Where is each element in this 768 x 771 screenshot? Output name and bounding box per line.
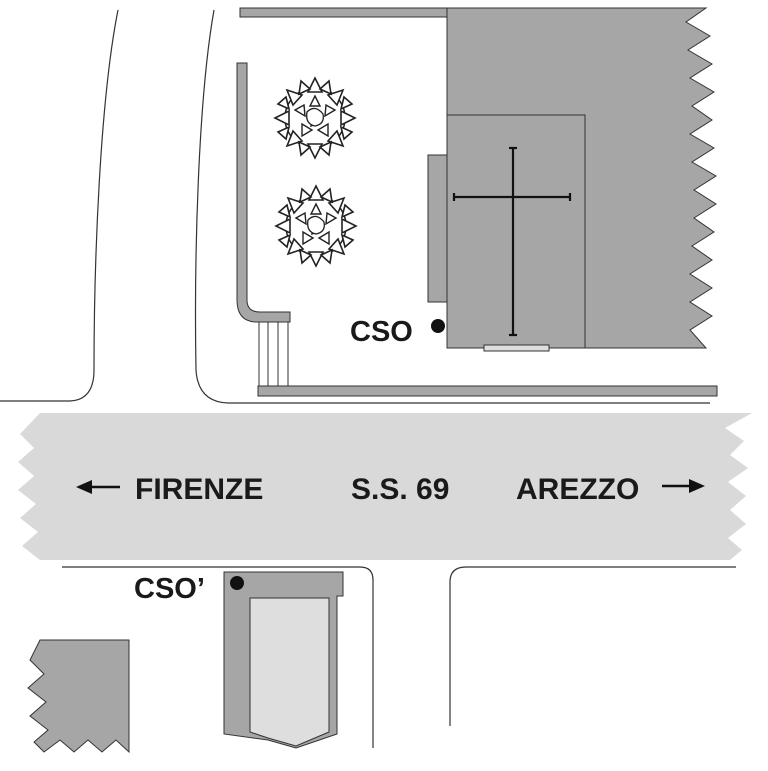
main-road xyxy=(0,413,752,560)
west-arrow xyxy=(76,480,120,494)
west-wall xyxy=(236,62,291,323)
church xyxy=(446,114,586,349)
point-marker-cso xyxy=(431,319,445,333)
point-label-cso: CSO xyxy=(350,316,413,348)
road-edge-left-inner xyxy=(194,9,710,404)
south-road-edge-left xyxy=(62,566,374,748)
church-entrance xyxy=(483,344,550,352)
tree-icon xyxy=(275,185,357,267)
point-label-cso-prime: CSO’ xyxy=(134,573,205,605)
label-firenze: FIRENZE xyxy=(135,473,263,506)
south-road-edge-right xyxy=(449,566,736,726)
label-arezzo: AREZZO xyxy=(516,473,639,506)
north-wall xyxy=(239,7,448,18)
cross-icon xyxy=(452,146,572,337)
tree-icon xyxy=(274,77,356,159)
road-edge-left-outer xyxy=(0,9,119,402)
point-marker-cso-prime xyxy=(230,576,244,590)
building-south-inner xyxy=(249,597,330,747)
gate xyxy=(258,322,289,386)
south-wall xyxy=(257,385,718,397)
east-arrow xyxy=(662,479,705,493)
building-south-west xyxy=(27,639,130,754)
label-road: S.S. 69 xyxy=(351,473,449,506)
